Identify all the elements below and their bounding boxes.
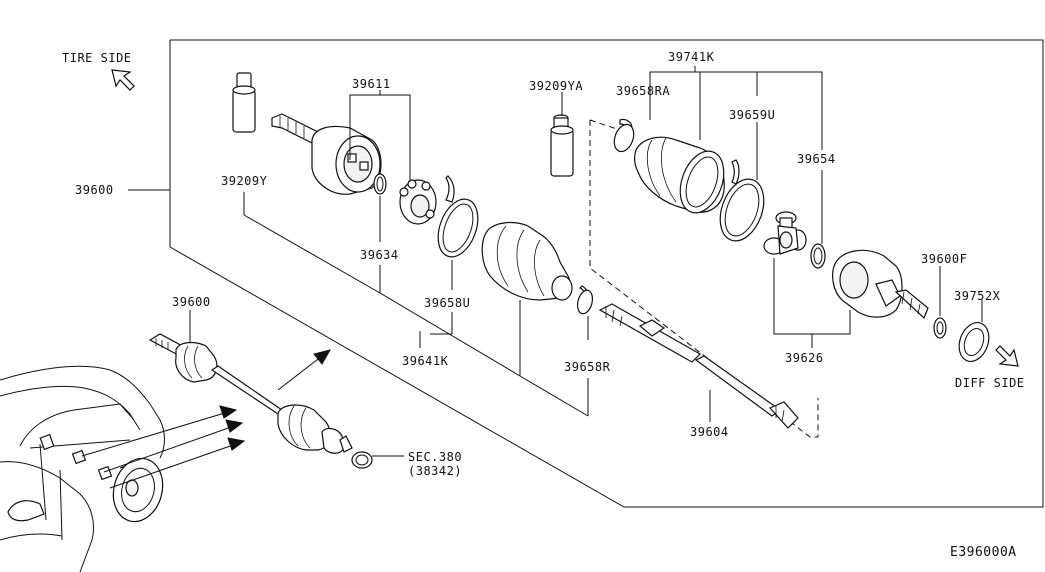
tire-side-arrow-icon bbox=[111, 69, 135, 91]
part-label-39654: 39654 bbox=[797, 152, 836, 166]
leader-39741k bbox=[649, 66, 823, 150]
section-reference-label: SEC.380 bbox=[408, 450, 463, 464]
part-label-39741k: 39741K bbox=[668, 50, 715, 64]
part-label-39658u: 39658U bbox=[424, 296, 471, 310]
housing-39626 bbox=[773, 249, 929, 348]
shaft-39604 bbox=[598, 303, 799, 429]
part-label-39600f: 39600F bbox=[921, 252, 968, 266]
boot-band-39658u bbox=[430, 175, 479, 335]
part-label-39604: 39604 bbox=[690, 425, 729, 439]
boot-diff-side bbox=[634, 136, 725, 214]
part-label-39600-main: 39600 bbox=[75, 183, 114, 197]
tripod-joint bbox=[763, 211, 807, 255]
part-label-39658ra: 39658RA bbox=[616, 84, 671, 98]
part-label-39634: 39634 bbox=[360, 248, 399, 262]
boot-39641k bbox=[379, 221, 573, 377]
grease-tube-39209ya bbox=[550, 92, 574, 177]
part-label-39752x: 39752X bbox=[954, 289, 1001, 303]
section-reference-number: (38342) bbox=[408, 464, 463, 478]
boot-band-39658ra bbox=[613, 96, 651, 153]
driveshaft-assembly-39600 bbox=[148, 310, 404, 469]
diff-side-label: DIFF SIDE bbox=[955, 376, 1025, 390]
boot-band-39658r bbox=[519, 285, 594, 417]
part-label-39611: 39611 bbox=[352, 77, 391, 91]
boot-band-39659u bbox=[719, 122, 765, 242]
snap-ring-39654 bbox=[810, 170, 826, 269]
part-label-39209ya: 39209YA bbox=[529, 79, 584, 93]
diff-side-arrow-icon bbox=[995, 345, 1019, 367]
part-label-39659u: 39659U bbox=[729, 108, 776, 122]
part-label-39209y: 39209Y bbox=[221, 174, 268, 188]
diagram-code: E396000A bbox=[950, 545, 1017, 560]
leader-arrows bbox=[81, 349, 332, 489]
part-label-39626: 39626 bbox=[785, 351, 824, 365]
part-label-39600-small: 39600 bbox=[172, 295, 211, 309]
part-label-39641k: 39641K bbox=[402, 354, 449, 368]
part-label-39658r: 39658R bbox=[564, 360, 611, 374]
frame-outline bbox=[128, 39, 1044, 508]
grease-tube-39209y bbox=[232, 72, 381, 294]
dashed-group-39741k bbox=[589, 119, 819, 438]
snap-ring-39600f bbox=[933, 266, 947, 339]
tire-side-label: TIRE SIDE bbox=[62, 51, 132, 65]
oil-seal-39752x bbox=[958, 300, 990, 362]
outer-joint-39611 bbox=[271, 90, 437, 293]
vehicle-silhouette bbox=[0, 365, 165, 572]
